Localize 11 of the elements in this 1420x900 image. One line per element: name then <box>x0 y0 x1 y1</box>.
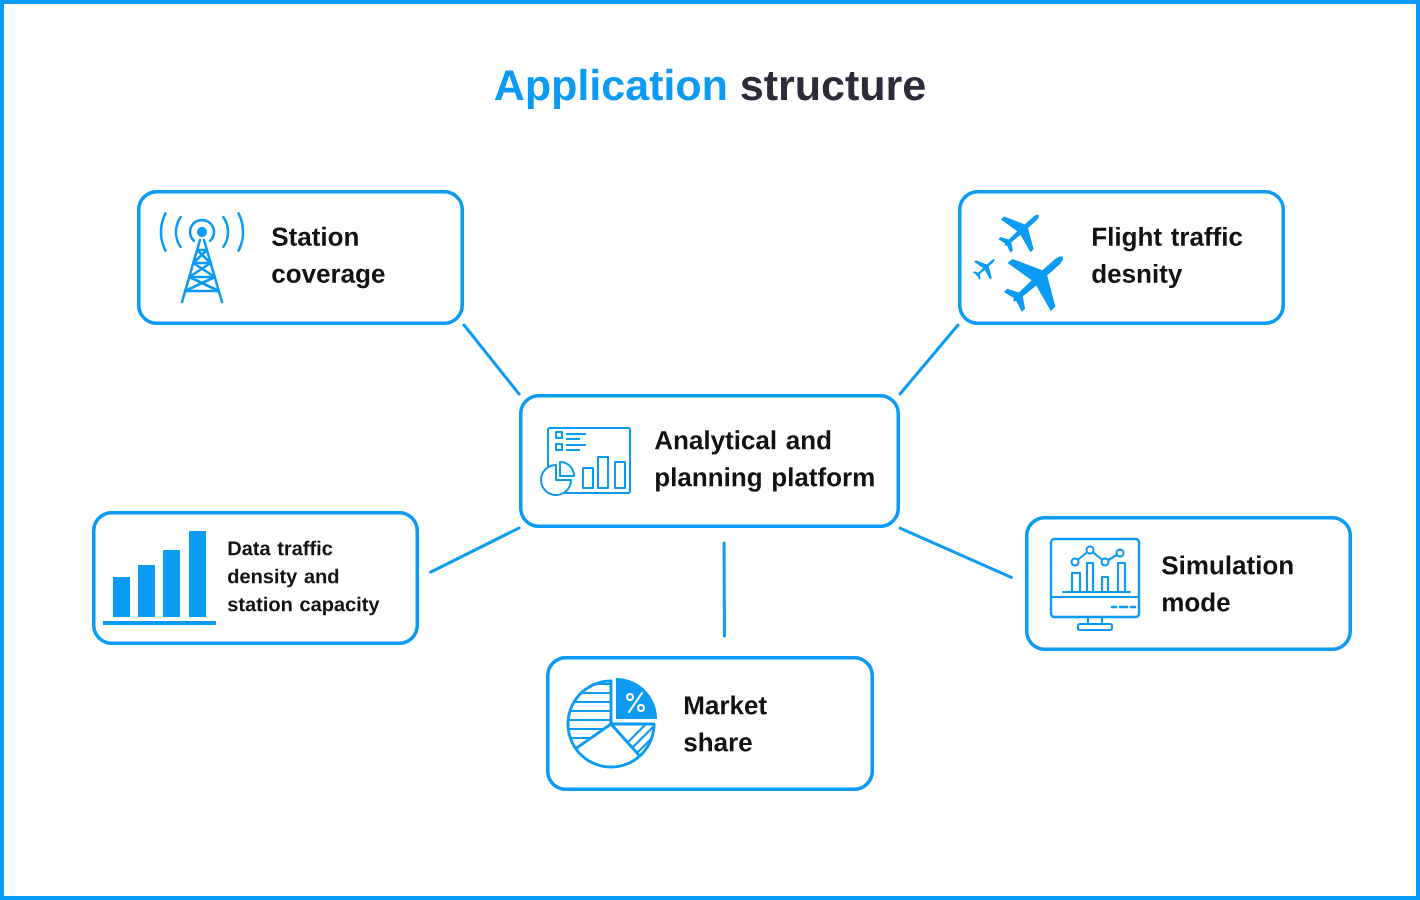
process-box: Simulation mode <box>1025 516 1352 651</box>
process-box: Analytical and planning platform <box>519 394 900 528</box>
title: Application structure <box>494 68 925 109</box>
connector-line <box>898 526 1013 579</box>
connector-line <box>898 323 960 396</box>
connector-line <box>722 541 726 638</box>
process-box: Flight traffic desnity <box>958 190 1285 325</box>
process-box: Station coverage <box>137 190 464 325</box>
connector-line <box>429 526 521 574</box>
process-box: Market share <box>546 656 874 791</box>
connector-line <box>462 323 521 396</box>
